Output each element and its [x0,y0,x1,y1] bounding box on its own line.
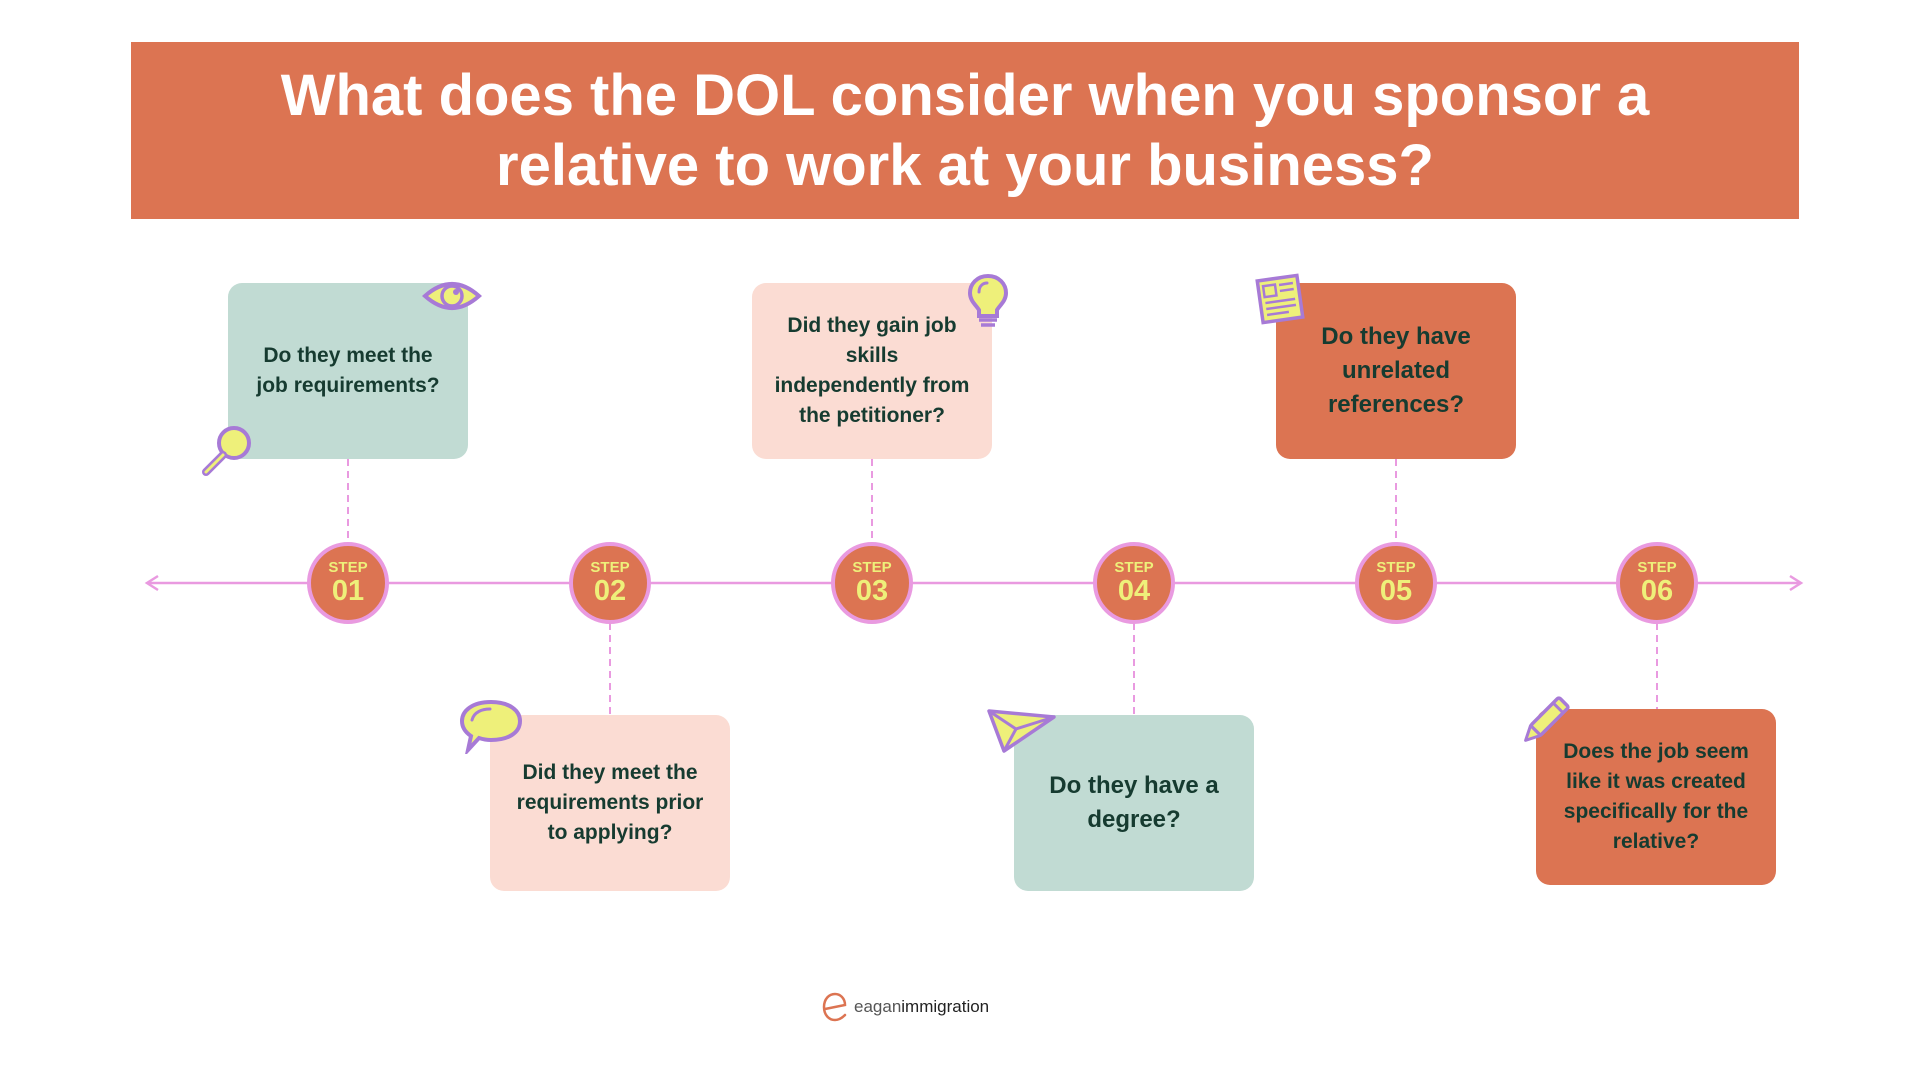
question-text: Do they have unrelated references? [1321,323,1471,418]
step-label: STEP [590,559,630,576]
question-text: Does the job seem like it was created sp… [1563,740,1749,853]
step-number: 03 [855,575,889,607]
step-label: STEP [1114,559,1154,576]
step-label: STEP [1637,559,1677,576]
logo-suffix: immigration [901,997,990,1016]
logo-prefix: eagan [854,997,902,1016]
step-marker-01: STEP 01 [307,542,389,624]
logo-wordmark: eaganimmigration [854,997,989,1017]
title-banner: What does the DOL consider when you spon… [131,42,1799,219]
speech-bubble-icon [459,699,523,754]
pencil-icon [1524,696,1570,742]
step-number: 02 [593,575,627,607]
step-number: 01 [331,575,365,607]
step-number: 05 [1379,575,1413,607]
question-text: Did they meet the requirements prior to … [516,761,704,844]
question-card-01: Do they meet the job requirements? [228,283,468,459]
newspaper-icon [1255,273,1305,325]
paper-plane-icon [987,709,1056,753]
question-card-02: Did they meet the requirements prior to … [490,715,730,891]
step-marker-03: STEP 03 [831,542,913,624]
question-card-04: Do they have a degree? [1014,715,1254,891]
question-text: Do they meet the job requirements? [256,344,440,397]
eye-icon [422,282,482,310]
step-label: STEP [328,559,368,576]
question-card-03: Did they gain job skills independently f… [752,283,992,459]
step-number: 06 [1640,575,1674,607]
question-card-05: Do they have unrelated references? [1276,283,1516,459]
step-label: STEP [852,559,892,576]
question-text: Do they have a degree? [1049,772,1219,833]
lightbulb-icon [967,273,1009,327]
step-marker-05: STEP 05 [1355,542,1437,624]
step-marker-02: STEP 02 [569,542,651,624]
timeline-arrow-right [1789,574,1804,592]
question-text: Did they gain job skills independently f… [774,314,970,427]
page-title: What does the DOL consider when you spon… [280,62,1650,198]
step-number: 04 [1117,575,1151,607]
magnifier-icon [202,426,251,476]
brand-logo: eaganimmigration [820,990,989,1024]
step-marker-06: STEP 06 [1616,542,1698,624]
step-marker-04: STEP 04 [1093,542,1175,624]
timeline-arrow-left [144,574,159,592]
eagan-logo-icon [822,992,847,1022]
question-card-06: Does the job seem like it was created sp… [1536,709,1776,885]
step-label: STEP [1376,559,1416,576]
